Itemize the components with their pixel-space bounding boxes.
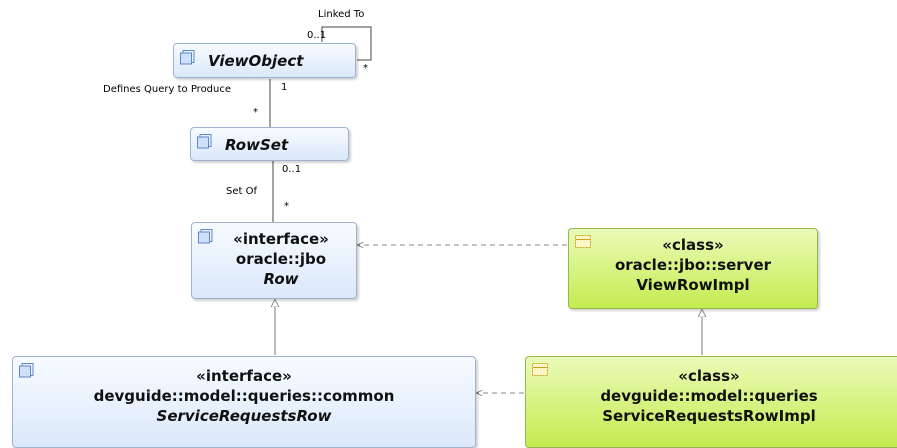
viewobject-node[interactable]: ViewObject bbox=[173, 43, 356, 78]
defines-query-label: Defines Query to Produce bbox=[103, 84, 232, 95]
viewrowimpl-stereotype: «class» bbox=[662, 236, 724, 254]
linked-to-edge bbox=[321, 26, 372, 61]
linked-to-label: Linked To bbox=[318, 9, 365, 20]
row-stereotype: «interface» bbox=[233, 230, 329, 248]
servicerequestsrowimpl-class-node[interactable]: «class» devguide::model::queries Service… bbox=[525, 356, 897, 448]
viewrowimpl-name: ViewRowImpl bbox=[636, 276, 750, 294]
row-interface-node[interactable]: «interface» oracle::jbo Row bbox=[191, 222, 357, 299]
linked-to-target-multiplicity: * bbox=[363, 63, 368, 74]
servicerequestsrow-name: ServiceRequestsRow bbox=[156, 407, 332, 425]
viewrowimpl-class-node[interactable]: «class» oracle::jbo::server ViewRowImpl bbox=[568, 228, 818, 309]
viewrowimpl-package: oracle::jbo::server bbox=[614, 256, 772, 274]
set-of-target-multiplicity: * bbox=[284, 201, 289, 212]
defines-query-target-multiplicity: * bbox=[253, 107, 258, 118]
row-package: oracle::jbo bbox=[235, 250, 327, 268]
interface-icon bbox=[180, 50, 195, 65]
rowset-name: RowSet bbox=[225, 136, 289, 154]
interface-icon bbox=[19, 363, 34, 378]
servicerequestsrowimpl-stereotype: «class» bbox=[678, 367, 740, 385]
servicerequestsrowimpl-name: ServiceRequestsRowImpl bbox=[602, 407, 816, 425]
defines-query-source-multiplicity: 1 bbox=[281, 82, 288, 93]
row-name: Row bbox=[263, 270, 299, 288]
servicerequestsrow-interface-node[interactable]: «interface» devguide::model::queries::co… bbox=[12, 356, 476, 448]
viewobject-name: ViewObject bbox=[208, 52, 304, 70]
servicerequestsrow-package: devguide::model::queries::common bbox=[93, 387, 395, 405]
servicerequestsrow-stereotype: «interface» bbox=[196, 367, 292, 385]
class-icon bbox=[575, 235, 591, 248]
class-icon bbox=[532, 363, 548, 376]
interface-icon bbox=[197, 134, 212, 149]
interface-icon bbox=[198, 229, 213, 244]
servicerequestsrowimpl-package: devguide::model::queries bbox=[600, 387, 818, 405]
set-of-label: Set Of bbox=[226, 186, 257, 197]
set-of-source-multiplicity: 0..1 bbox=[282, 164, 302, 175]
rowset-node[interactable]: RowSet bbox=[190, 127, 349, 161]
linked-to-source-multiplicity: 0..1 bbox=[307, 30, 327, 41]
